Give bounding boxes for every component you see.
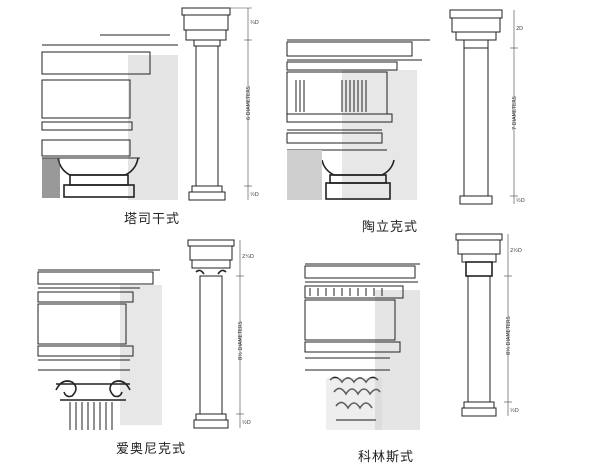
tuscan-dim-base: ½D [250,191,259,198]
corinthian-order-panel: 2½D 8⅓ DIAMETERS ½D 科林斯式 [300,230,607,472]
tuscan-dim-shaft: 6 DIAMETERS [246,86,252,120]
corinthian-dim-base: ½D [510,407,519,414]
doric-order-drawing: 2D 7 DIAMETERS ½D [286,9,525,205]
doric-caption: 陶立克式 [362,220,419,235]
ionic-dim-base: ½D [242,419,251,426]
tuscan-order-drawing: ¾D 6 DIAMETERS ½D [41,7,259,201]
doric-dim-entablature: 2D [516,26,523,32]
doric-dim-shaft: 7 DIAMETERS [512,96,518,130]
ionic-order-drawing: 2¼D 8½ DIAMETERS ½D [37,239,254,430]
doric-dim-base: ½D [516,197,525,204]
ionic-dim-entablature: 2¼D [242,254,254,260]
corinthian-dim-entablature: 2½D [510,247,522,254]
corinthian-order-drawing: 2½D 8⅓ DIAMETERS ½D [304,233,522,430]
tuscan-order-panel: ¾D 6 DIAMETERS ½D 塔司干式 [0,0,300,235]
corinthian-caption: 科林斯式 [358,450,415,465]
ionic-order-panel: 2¼D 8½ DIAMETERS ½D 爱奥尼克式 [0,230,300,472]
ionic-caption: 爱奥尼克式 [116,442,187,457]
corinthian-dim-shaft: 8⅓ DIAMETERS [506,316,512,355]
tuscan-dim-entablature: ¾D [250,20,259,26]
tuscan-caption: 塔司干式 [124,212,181,227]
ionic-dim-shaft: 8½ DIAMETERS [237,321,244,360]
doric-order-panel: 2D 7 DIAMETERS ½D 陶立克式 [282,0,607,235]
